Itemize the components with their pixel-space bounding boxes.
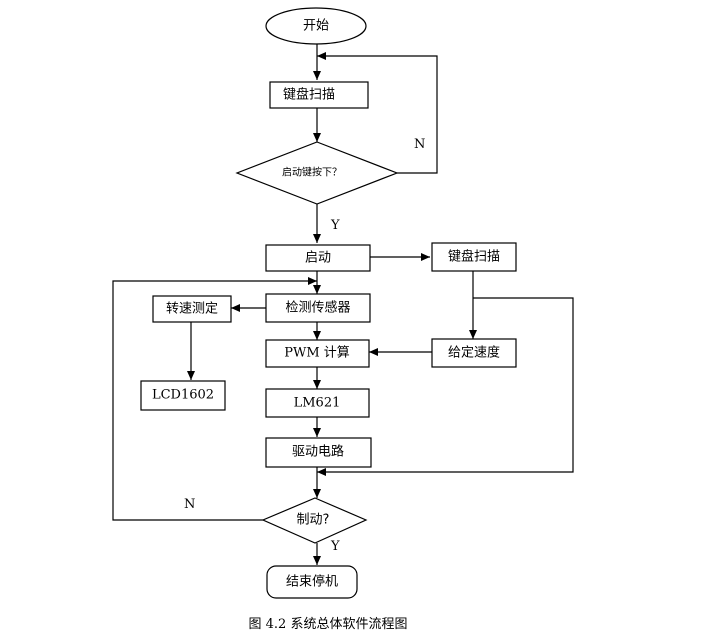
node-check-start: 启动键按下？ bbox=[235, 141, 399, 205]
edge-brake-no-loop bbox=[112, 277, 317, 521]
node-end-label: 结束停机 bbox=[286, 574, 338, 590]
node-scan2: 键盘扫描 bbox=[431, 242, 517, 272]
node-lcd-label: LCD1602 bbox=[152, 388, 214, 403]
node-detect-sensor-label: 检测传感器 bbox=[285, 300, 350, 316]
node-end: 结束停机 bbox=[266, 565, 358, 599]
node-set-speed-label: 给定速度 bbox=[448, 345, 500, 361]
node-lm621-label: LM621 bbox=[294, 396, 341, 411]
node-check-start-label: 启动键按下？ bbox=[282, 166, 342, 179]
node-detect-sensor: 检测传感器 bbox=[265, 293, 371, 323]
node-scan2-label: 键盘扫描 bbox=[448, 249, 500, 265]
node-brake: 制动? bbox=[261, 497, 368, 544]
edge-label-brake-yes: Y bbox=[330, 539, 340, 554]
edge-label-start-no: N bbox=[414, 137, 425, 152]
node-start-label: 开始 bbox=[303, 19, 329, 34]
node-lcd: LCD1602 bbox=[140, 380, 226, 411]
figure-caption: 图 4.2 系统总体软件流程图 bbox=[249, 617, 408, 632]
node-drive-label: 驱动电路 bbox=[292, 444, 344, 460]
edge-scan2-bypass bbox=[317, 297, 574, 476]
node-speed-measure-label: 转速测定 bbox=[166, 302, 218, 317]
edge-label-brake-no: N bbox=[184, 497, 195, 512]
node-start: 开始 bbox=[265, 7, 367, 45]
edge-check-no-loop bbox=[317, 52, 438, 174]
node-pwm-calc-label: PWM 计算 bbox=[284, 346, 350, 361]
node-scan1: 键盘扫描 bbox=[269, 81, 369, 109]
node-lm621: LM621 bbox=[265, 388, 370, 418]
node-scan1-label: 键盘扫描 bbox=[283, 87, 335, 103]
node-launch-label: 启动 bbox=[305, 251, 331, 266]
node-drive: 驱动电路 bbox=[265, 437, 372, 468]
connectors bbox=[112, 44, 574, 565]
node-brake-label: 制动? bbox=[297, 513, 330, 528]
node-set-speed: 给定速度 bbox=[431, 338, 517, 368]
node-launch: 启动 bbox=[265, 244, 371, 272]
node-pwm-calc: PWM 计算 bbox=[265, 339, 370, 368]
node-speed-measure: 转速测定 bbox=[152, 295, 232, 323]
edge-label-start-yes: Y bbox=[330, 218, 340, 233]
